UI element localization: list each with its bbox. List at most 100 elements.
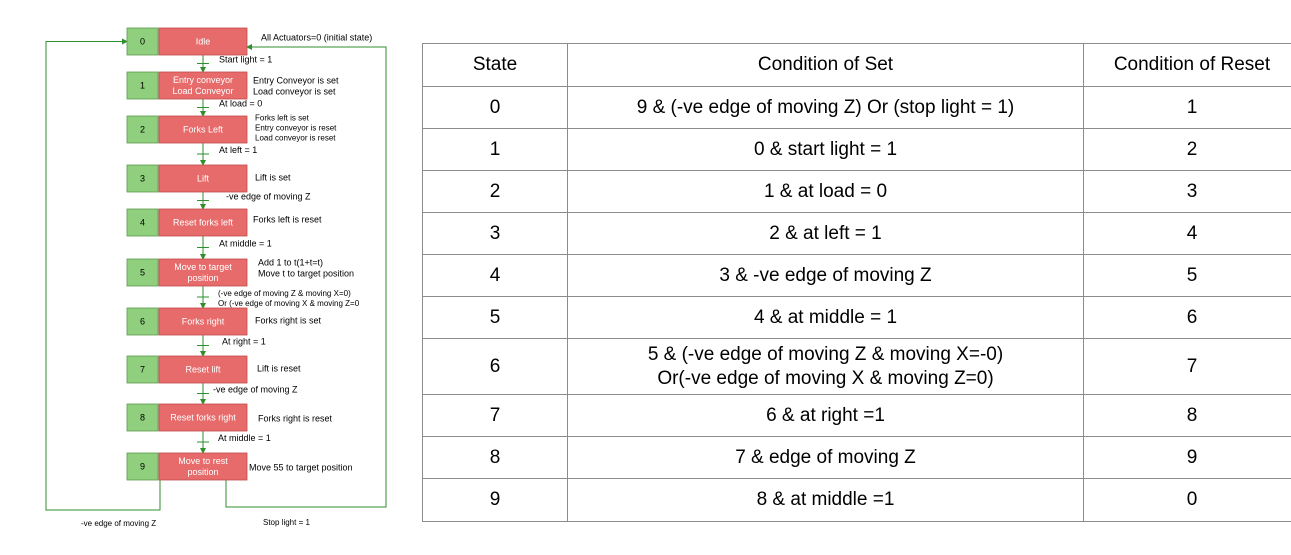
state-action-box (158, 307, 248, 336)
state-action-box (158, 208, 248, 237)
state-action-box (158, 27, 248, 56)
state-number-box (126, 164, 159, 193)
state-action-label: Reset forks left (173, 218, 234, 228)
transition-condition: (-ve edge of moving Z & moving X=0)Or (-… (218, 289, 360, 308)
loop-right-path (225, 44, 387, 508)
cell-condition-reset: 4 (1083, 212, 1291, 255)
state-number: 5 (140, 268, 145, 278)
state-action-box (158, 258, 248, 287)
state-number: 7 (140, 365, 145, 375)
condition-line: 4 & at middle = 1 (753, 306, 898, 328)
cell-state: 1 (422, 128, 568, 171)
state-number: 6 (140, 317, 145, 327)
state-number: 3 (140, 174, 145, 184)
condition-line: 2 & at left = 1 (769, 222, 882, 244)
condition-line: 9 & (-ve edge of moving Z) Or (stop ligh… (636, 96, 1015, 118)
state-number-box (126, 27, 159, 56)
table-row: 6 5 & (-ve edge of moving Z & moving X=-0… (422, 338, 1291, 395)
transition-condition: Start light = 1 (219, 55, 272, 65)
state-note: Forks right is reset (258, 414, 333, 424)
cell-state: 0 (422, 86, 568, 129)
cell-condition-set: 4 & at middle = 1 (567, 296, 1084, 339)
cell-state: 3 (422, 212, 568, 255)
cell-state: 6 (422, 338, 568, 395)
condition-line: 3 & -ve edge of moving Z (719, 264, 932, 286)
condition-line: 5 & (-ve edge of moving Z & moving X=-0) (647, 343, 1004, 365)
cell-condition-set: 6 & at right =1 (567, 394, 1084, 437)
cell-state: 5 (422, 296, 568, 339)
transition-condition: At left = 1 (219, 145, 257, 155)
transition-condition: At middle = 1 (219, 239, 272, 249)
state-action-box (158, 452, 248, 481)
state-number-box (126, 307, 159, 336)
cell-condition-reset: 9 (1083, 436, 1291, 479)
transition-condition: -ve edge of moving Z (226, 192, 311, 202)
state-number-box (126, 258, 159, 287)
header-state: State (422, 43, 568, 87)
state-action-label: Forks right (182, 317, 225, 327)
state-number: 9 (140, 462, 145, 472)
state-number: 4 (140, 218, 145, 228)
condition-line: Or(-ve edge of moving X & moving Z=0) (657, 367, 994, 389)
header-condition-reset: Condition of Reset (1083, 43, 1291, 87)
loop-left-label: -ve edge of moving Z (81, 519, 156, 528)
state-number: 1 (140, 81, 145, 91)
state-number-box (126, 71, 159, 100)
cell-state: 8 (422, 436, 568, 479)
state-note: Lift is set (255, 173, 291, 183)
state-step-6: 6 Forks right (126, 307, 248, 336)
state-number-box (126, 355, 159, 384)
table-row: 3 2 & at left = 1 4 (422, 212, 1291, 255)
flow-lines (45, 38, 387, 511)
cell-condition-reset: 7 (1083, 338, 1291, 395)
cell-state: 9 (422, 478, 568, 522)
state-action-box (158, 403, 248, 432)
state-note: Move 55 to target position (249, 463, 353, 473)
state-action-box (158, 355, 248, 384)
transition-condition: At load = 0 (219, 99, 262, 109)
state-note: Add 1 to t(1+t=t)Move t to target positi… (258, 258, 354, 279)
state-step-2: 2 Forks Left (126, 115, 248, 144)
cell-condition-set: 1 & at load = 0 (567, 170, 1084, 213)
state-table: State Condition of Set Condition of Rese… (422, 43, 1291, 522)
transition-condition: -ve edge of moving Z (213, 385, 298, 395)
state-number: 2 (140, 125, 145, 135)
cell-condition-reset: 8 (1083, 394, 1291, 437)
loop-right-label: Stop light = 1 (263, 518, 310, 527)
state-note: Forks left is reset (253, 215, 322, 225)
cell-condition-set: 9 & (-ve edge of moving Z) Or (stop ligh… (567, 86, 1084, 129)
cell-condition-set: 7 & edge of moving Z (567, 436, 1084, 479)
cell-condition-reset: 3 (1083, 170, 1291, 213)
state-number-box (126, 208, 159, 237)
condition-line: 6 & at right =1 (766, 404, 885, 426)
state-step-4: 4 Reset forks left (126, 208, 248, 237)
table-header-row: State Condition of Set Condition of Rese… (422, 43, 1291, 87)
state-number-box (126, 115, 159, 144)
cell-condition-set: 3 & -ve edge of moving Z (567, 254, 1084, 297)
cell-condition-reset: 5 (1083, 254, 1291, 297)
state-number: 0 (140, 37, 145, 47)
header-condition-set: Condition of Set (567, 43, 1084, 87)
table-row: 0 9 & (-ve edge of moving Z) Or (stop lig… (422, 86, 1291, 129)
cell-condition-reset: 2 (1083, 128, 1291, 171)
cell-state: 4 (422, 254, 568, 297)
state-action-box (158, 71, 248, 100)
state-action-box (158, 164, 248, 193)
state-action-label: Lift (197, 174, 210, 184)
state-action-label: Forks Left (183, 125, 224, 135)
table-body: 0 9 & (-ve edge of moving Z) Or (stop lig… (422, 86, 1291, 522)
state-note: Forks right is set (255, 316, 322, 326)
